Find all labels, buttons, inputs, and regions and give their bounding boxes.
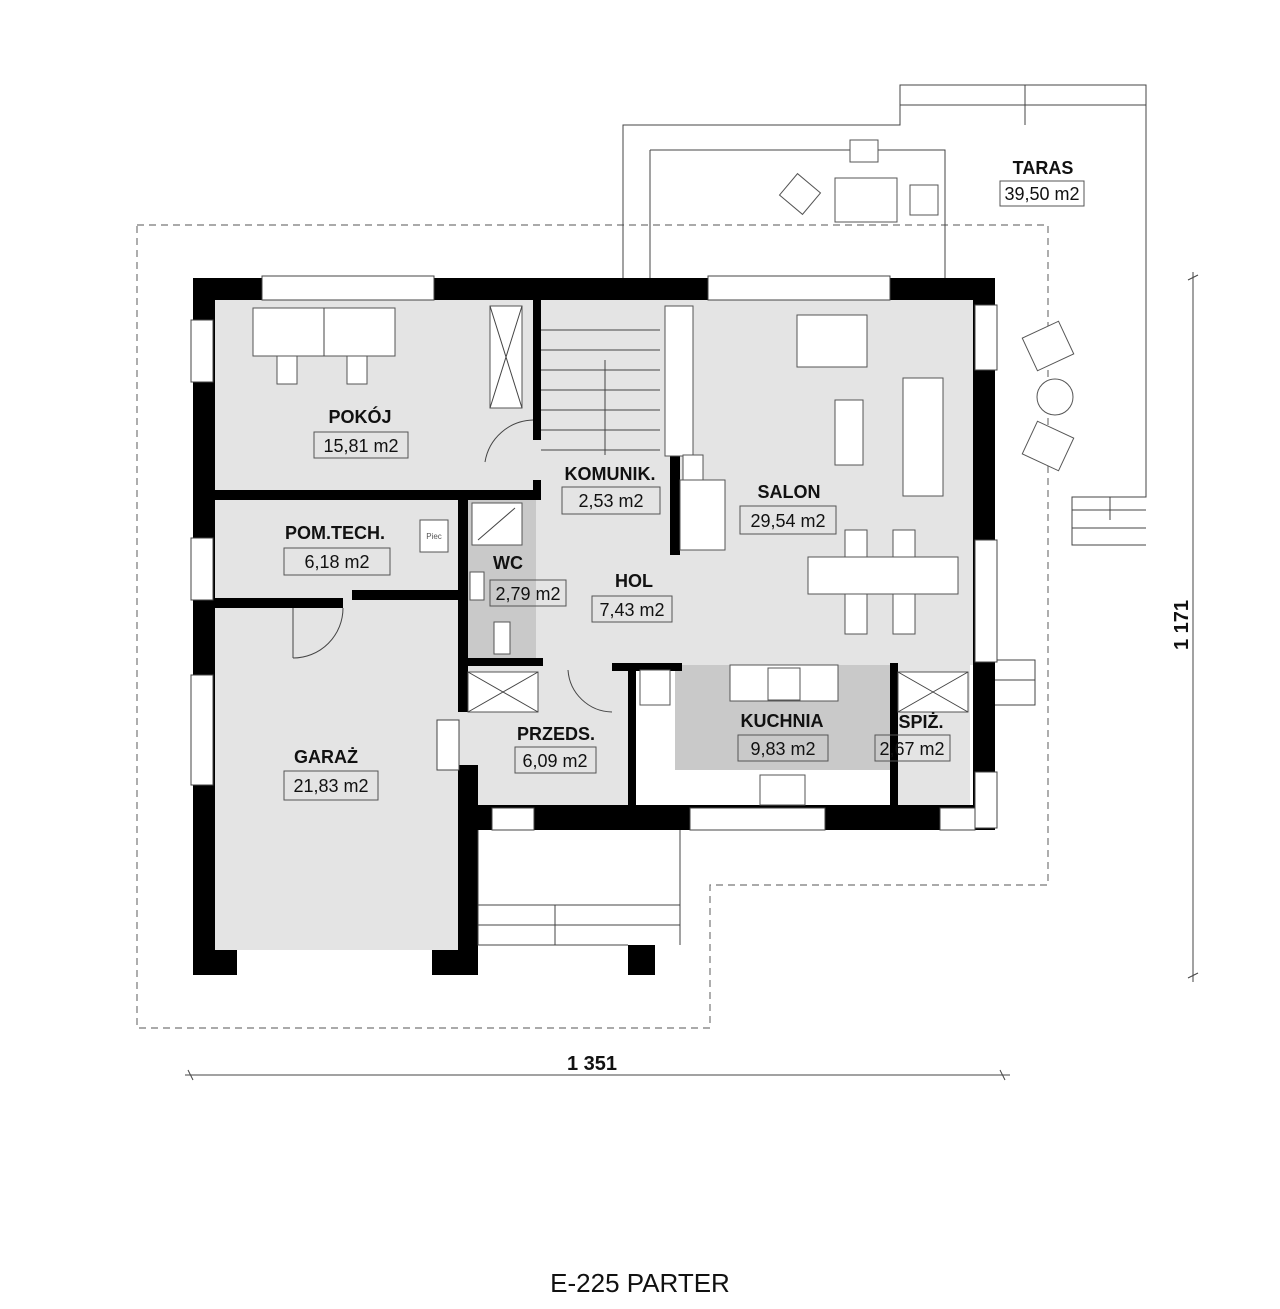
room-komunik: KOMUNIK. 2,53 m2 [561, 464, 661, 515]
room-name: KUCHNIA [741, 711, 824, 731]
room-name: SPIŻ. [898, 712, 943, 732]
plan-title: E-225 PARTER [550, 1268, 730, 1298]
room-pokoj: POKÓJ 15,81 m2 [313, 406, 409, 459]
dimension-width: 1 351 [185, 1053, 1010, 1081]
room-area: 9,83 m2 [750, 739, 815, 759]
walls [190, 275, 998, 975]
room-salon: SALON 29,54 m2 [739, 482, 837, 535]
room-garaz: GARAŻ 21,83 m2 [283, 747, 379, 801]
room-pom-tech: POM.TECH. 6,18 m2 [283, 523, 391, 576]
room-area: 29,54 m2 [750, 511, 825, 531]
room-area: 6,18 m2 [304, 552, 369, 572]
terrace [622, 84, 1147, 706]
dimension-depth: 1 171 [1171, 272, 1199, 982]
room-hol: HOL 7,43 m2 [591, 571, 673, 623]
furniture: Piec [252, 305, 969, 946]
room-name: HOL [615, 571, 653, 591]
room-taras: TARAS 39,50 m2 [999, 158, 1085, 207]
room-area: 7,43 m2 [599, 600, 664, 620]
room-name: KOMUNIK. [565, 464, 656, 484]
room-area: 2,53 m2 [578, 491, 643, 511]
room-kuchnia: KUCHNIA 9,83 m2 [737, 711, 829, 762]
room-name: POKÓJ [328, 406, 391, 427]
room-area: 2,67 m2 [879, 739, 944, 759]
room-area: 15,81 m2 [323, 436, 398, 456]
width-label: 1 351 [567, 1053, 617, 1075]
room-name: TARAS [1013, 158, 1074, 178]
room-wc: WC 2,79 m2 [489, 553, 567, 607]
room-labels: POKÓJ 15,81 m2 KOMUNIK. 2,53 m2 SALON 29,54… [283, 158, 1085, 801]
room-name: PRZEDS. [517, 724, 595, 744]
room-area: 39,50 m2 [1004, 184, 1079, 204]
room-przeds: PRZEDS. 6,09 m2 [514, 724, 597, 774]
room-name: POM.TECH. [285, 523, 385, 543]
room-name: GARAŻ [294, 747, 358, 767]
room-area: 2,79 m2 [495, 584, 560, 604]
depth-label: 1 171 [1171, 600, 1193, 650]
room-spiz: SPIŻ. 2,67 m2 [874, 712, 951, 762]
room-area: 21,83 m2 [293, 776, 368, 796]
room-area: 6,09 m2 [522, 751, 587, 771]
roof-outline [136, 224, 1049, 1029]
appliance-label: Piec [426, 532, 442, 541]
room-name: SALON [758, 482, 821, 502]
room-name: WC [493, 553, 523, 573]
